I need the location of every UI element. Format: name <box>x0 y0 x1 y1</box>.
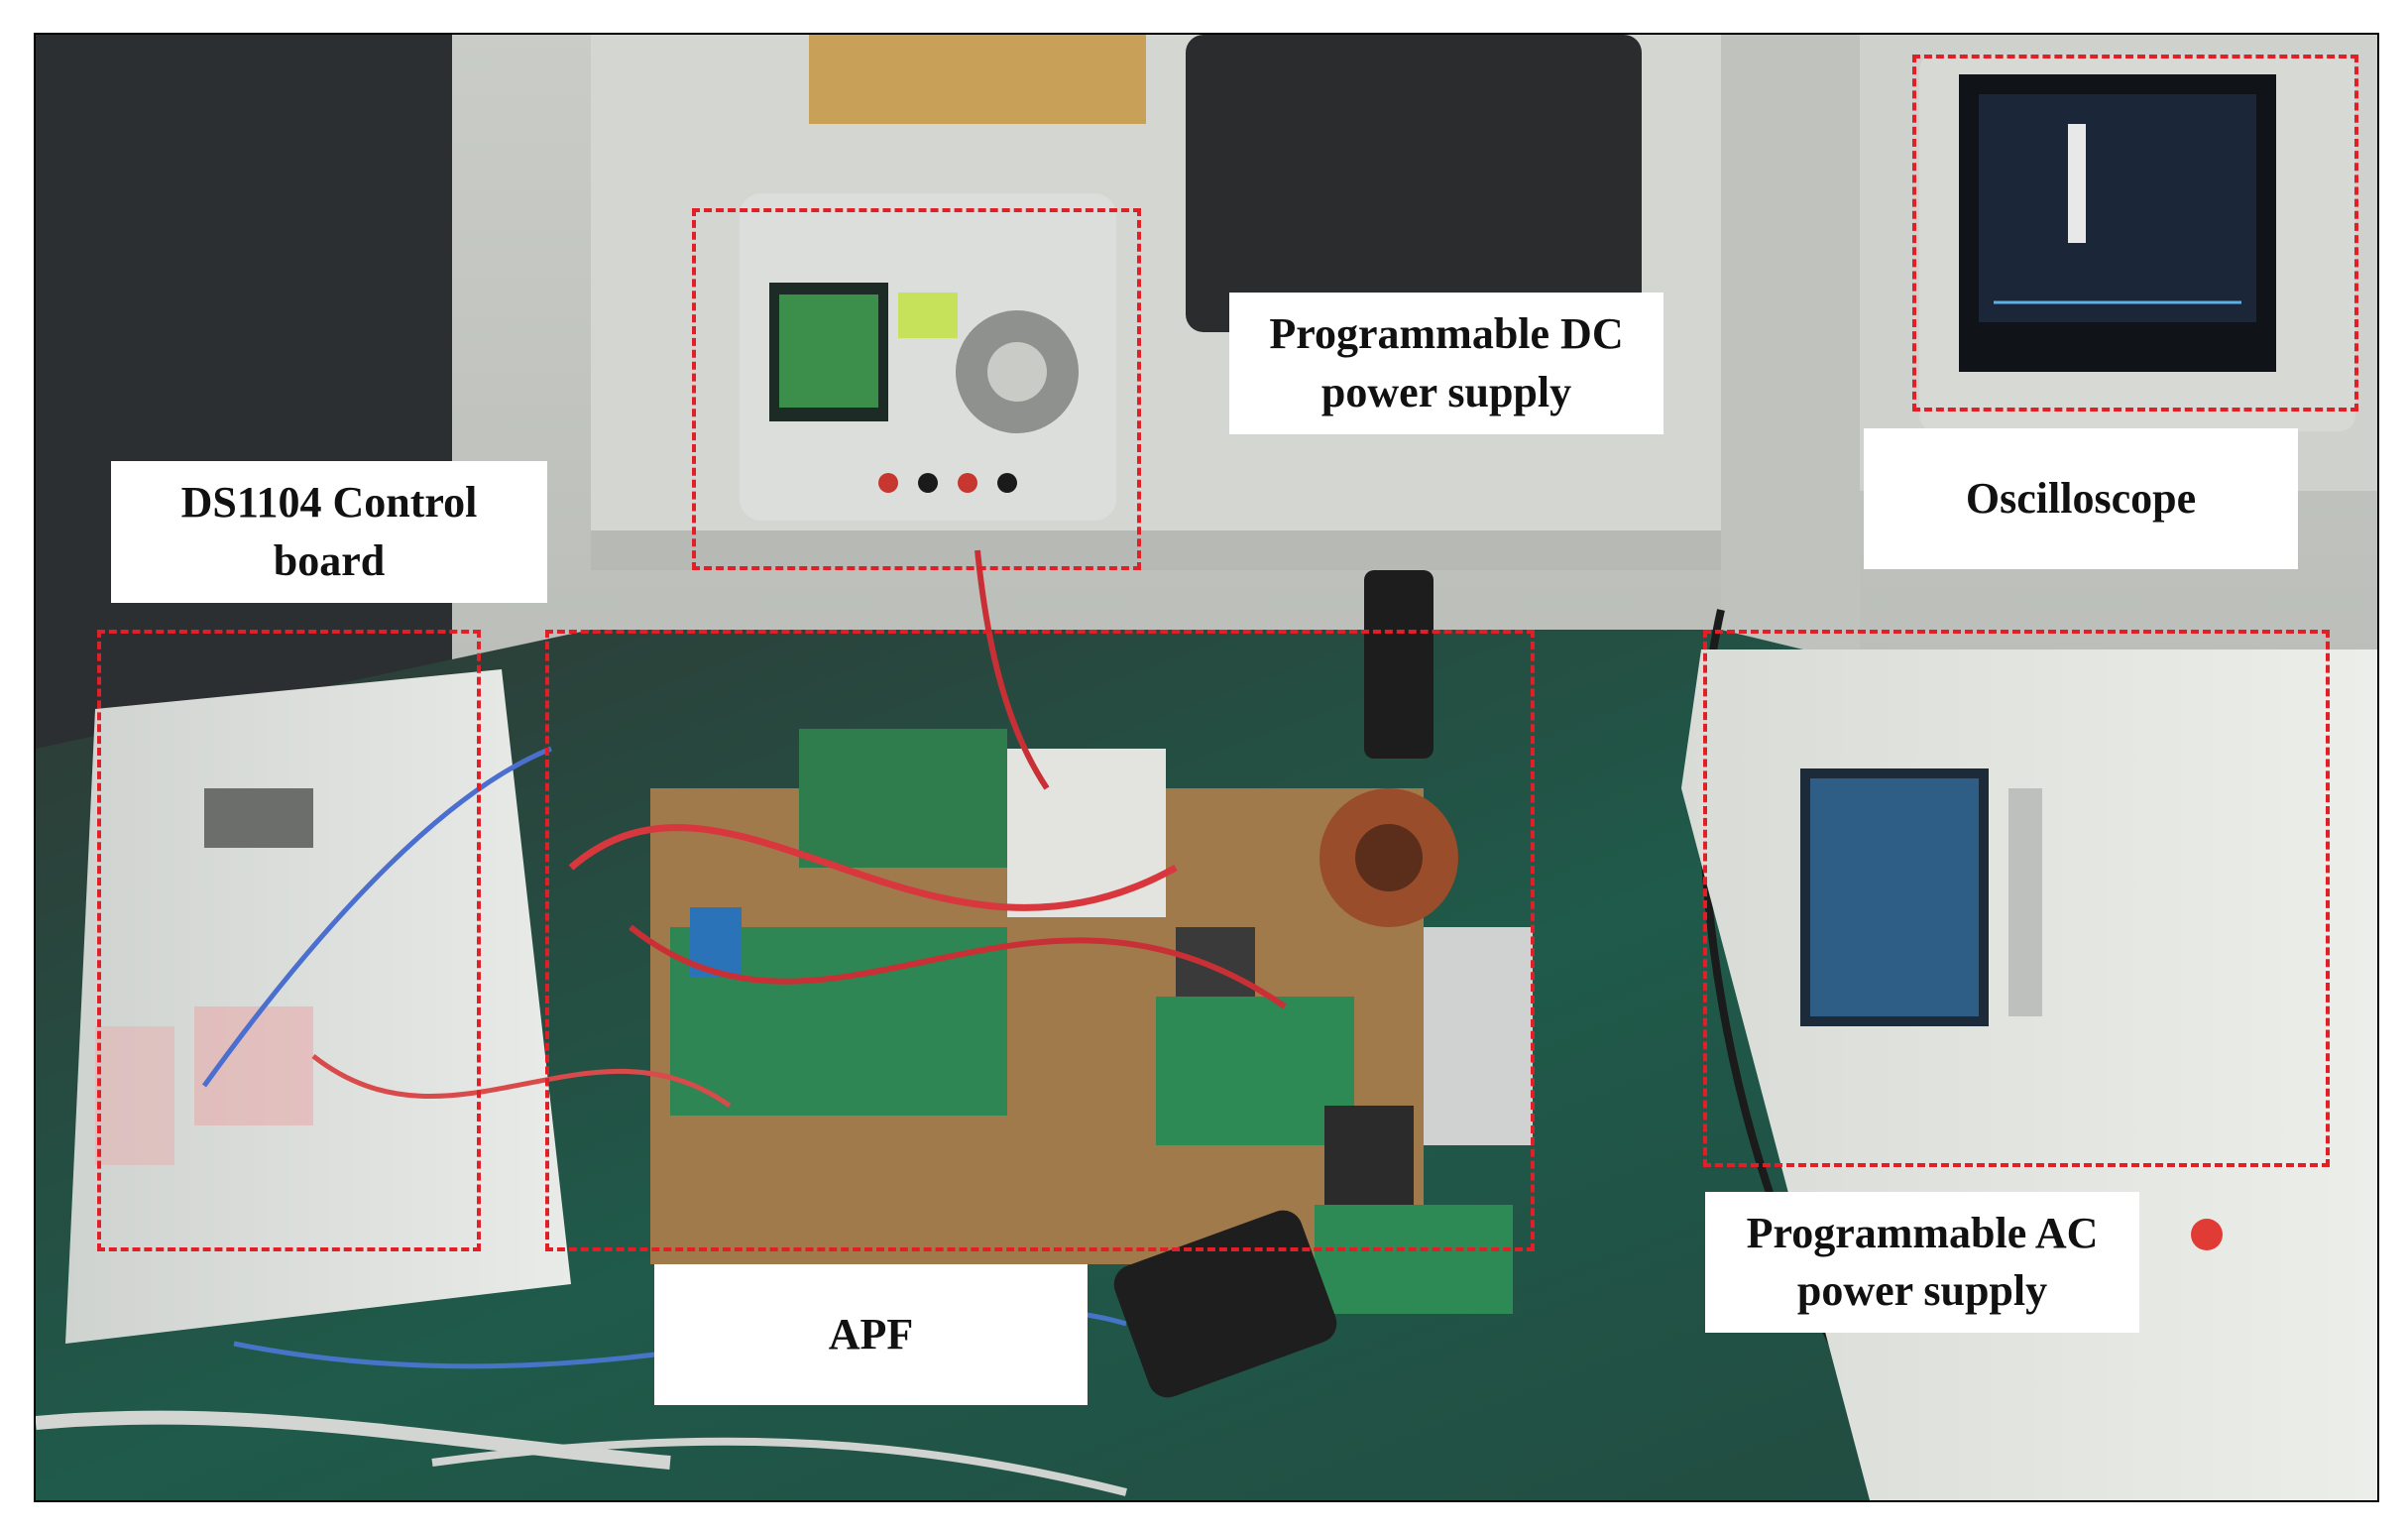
control-board-label-line2: board <box>273 535 386 585</box>
dc-supply-dashed-box <box>692 208 1141 570</box>
ac-supply-label-line2: power supply <box>1796 1266 2048 1315</box>
dc-supply-label-line1: Programmable DC <box>1269 309 1624 359</box>
ac-supply-label: Programmable AC power supply <box>1705 1192 2139 1333</box>
dc-supply-label: Programmable DC power supply <box>1229 293 1663 434</box>
oscilloscope-dashed-box <box>1912 55 2358 412</box>
apf-dashed-box <box>545 630 1535 1251</box>
apf-label-text: APF <box>828 1309 914 1358</box>
lab-setup-photo <box>36 35 2377 1500</box>
ac-supply-dashed-box <box>1703 630 2330 1167</box>
photo-frame <box>34 33 2379 1502</box>
control-board-label-line1: DS1104 Control <box>180 478 478 528</box>
apf-label: APF <box>654 1264 1088 1405</box>
oscilloscope-label-text: Oscilloscope <box>1965 473 2197 523</box>
control-board-label: DS1104 Control board <box>111 461 547 603</box>
ac-supply-label-line1: Programmable AC <box>1746 1208 2099 1257</box>
oscilloscope-label: Oscilloscope <box>1864 428 2298 569</box>
dc-supply-label-line2: power supply <box>1320 367 1572 416</box>
control-board-dashed-box <box>97 630 481 1251</box>
